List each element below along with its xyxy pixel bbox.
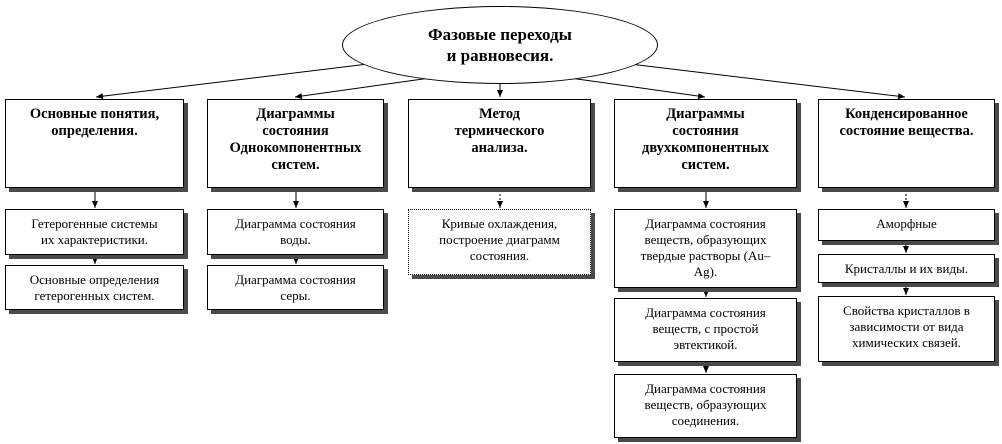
col-5-item-1: Аморфные bbox=[818, 209, 995, 241]
arrow-root-to-col-5 bbox=[629, 63, 906, 100]
arrow-root-to-col-2 bbox=[294, 77, 431, 99]
col-4-header-label: Диаграммы состояния двухкомпонентных сис… bbox=[642, 106, 769, 173]
col-3-item-1: Кривые охлаждения, построение диаграмм с… bbox=[408, 209, 591, 275]
col-1-item-1-label: Гетерогенные системы их характеристики. bbox=[31, 216, 158, 247]
arrow-root-to-col-1 bbox=[95, 63, 369, 100]
col-5-item-3: Свойства кристаллов в зависимости от вид… bbox=[818, 296, 995, 362]
col-4-item-2: Диаграмма состояния веществ, с простой э… bbox=[614, 298, 797, 362]
col-2-item-1: Диаграмма состояния воды. bbox=[207, 209, 384, 255]
col-5-item-2-label: Кристаллы и их виды. bbox=[844, 261, 969, 276]
col-2-header-label: Диаграммы состояния Однокомпонентных сис… bbox=[229, 106, 362, 173]
root-node: Фазовые переходы и равновесия. bbox=[342, 6, 658, 84]
col-1-header-label: Основные понятия, определения. bbox=[29, 106, 160, 139]
col-3-header: Метод термического анализа. bbox=[408, 99, 591, 188]
root-node-label: Фазовые переходы и равновесия. bbox=[428, 25, 572, 65]
col-4-item-1: Диаграмма состояния веществ, образующих … bbox=[614, 209, 797, 288]
col-2-header: Диаграммы состояния Однокомпонентных сис… bbox=[207, 99, 384, 188]
col-3-item-1-label: Кривые охлаждения, построение диаграмм с… bbox=[439, 216, 560, 263]
col-1-item-2-label: Основные определения гетерогенных систем… bbox=[29, 272, 160, 303]
col-4-item-2-label: Диаграмма состояния веществ, с простой э… bbox=[645, 305, 766, 352]
col-4-header: Диаграммы состояния двухкомпонентных сис… bbox=[614, 99, 797, 188]
col-2-item-2-label: Диаграмма состояния серы. bbox=[235, 272, 356, 303]
col-5-item-1-label: Аморфные bbox=[876, 216, 937, 231]
col-1-item-1: Гетерогенные системы их характеристики. bbox=[5, 209, 184, 255]
col-4-item-3-label: Диаграмма состояния веществ, образующих … bbox=[644, 381, 767, 428]
col-3-header-label: Метод термического анализа. bbox=[454, 106, 545, 156]
col-1-item-2: Основные определения гетерогенных систем… bbox=[5, 265, 184, 310]
col-5-item-3-label: Свойства кристаллов в зависимости от вид… bbox=[843, 303, 970, 350]
col-5-item-2: Кристаллы и их виды. bbox=[818, 254, 995, 283]
col-4-item-3: Диаграмма состояния веществ, образующих … bbox=[614, 374, 797, 438]
col-2-item-1-label: Диаграмма состояния воды. bbox=[235, 216, 356, 247]
col-1-header: Основные понятия, определения. bbox=[5, 99, 184, 188]
col-5-header-label: Конденсированное состояние вещества. bbox=[839, 106, 974, 139]
col-4-item-1-label: Диаграмма состояния веществ, образующих … bbox=[640, 216, 771, 279]
arrow-root-to-col-4 bbox=[569, 77, 706, 99]
col-2-item-2: Диаграмма состояния серы. bbox=[207, 265, 384, 310]
col-5-header: Конденсированное состояние вещества. bbox=[818, 99, 995, 188]
